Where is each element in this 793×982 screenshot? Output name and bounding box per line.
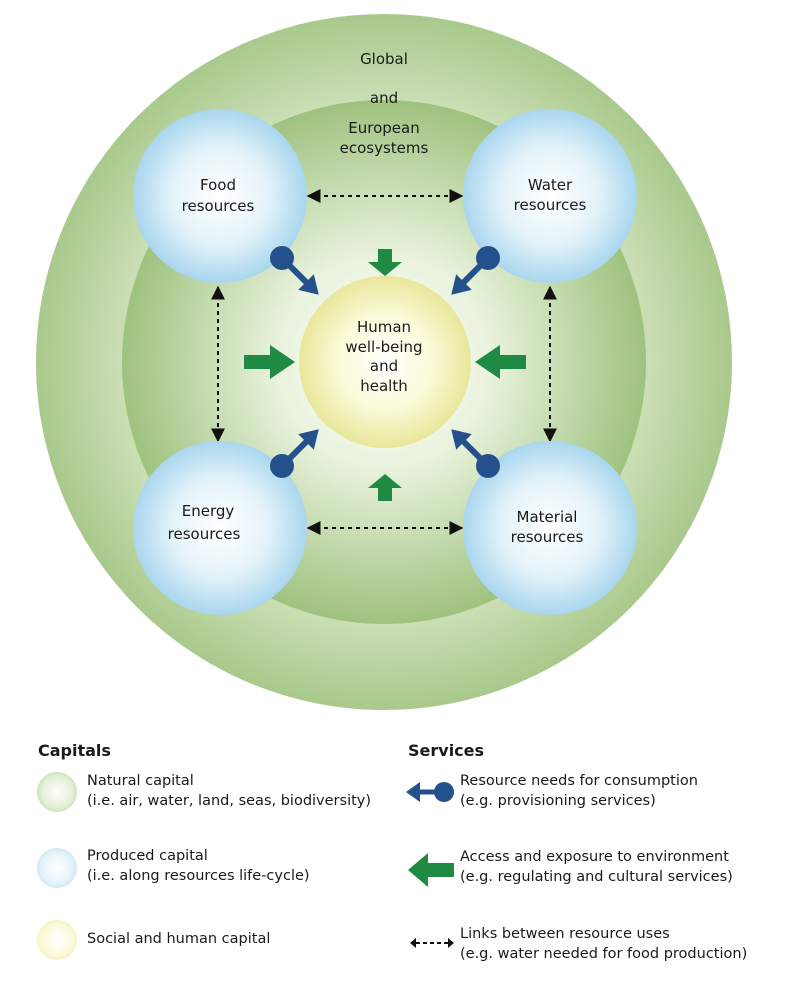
- consumption-detail: (e.g. provisioning services): [460, 793, 656, 809]
- consumption-arrow-material: [451, 429, 500, 478]
- inner-ring-label-line1: European: [348, 119, 419, 137]
- links-legend-text: Links between resource uses (e.g. water …: [460, 924, 747, 964]
- consumption-arrow-water: [451, 246, 500, 295]
- environment-arrow-top: [368, 249, 402, 276]
- consumption-label: Resource needs for consumption: [460, 773, 698, 789]
- natural-capital-swatch: [37, 772, 77, 812]
- material-label-line1: Material: [517, 508, 578, 526]
- link-arrow-legend-icon: [410, 938, 454, 948]
- inner-ring-label-line2: ecosystems: [340, 139, 429, 157]
- energy-label-line2: resources: [168, 525, 241, 543]
- environment-arrow-bottom: [368, 474, 402, 501]
- food-label-line1: Food: [200, 176, 236, 194]
- produced-capital-swatch: [37, 848, 77, 888]
- center-label-line3: and: [370, 357, 398, 375]
- ecosystem-diagram: Global and European ecosystems Food reso…: [36, 14, 732, 710]
- consumption-arrow-food: [270, 246, 319, 295]
- environment-legend-text: Access and exposure to environment (e.g.…: [460, 847, 733, 887]
- environment-arrow-left: [244, 345, 295, 379]
- food-label-line2: resources: [182, 197, 255, 215]
- center-label-line4: health: [360, 377, 407, 395]
- water-label-line1: Water: [528, 176, 573, 194]
- services-legend-title: Services: [408, 741, 485, 760]
- produced-capital-label: Produced capital: [87, 848, 208, 864]
- social-capital-label: Social and human capital: [87, 931, 271, 947]
- food-resources-node: [133, 109, 307, 283]
- natural-capital-label: Natural capital: [87, 773, 194, 789]
- natural-capital-detail: (i.e. air, water, land, seas, biodiversi…: [87, 793, 372, 809]
- outer-ring-label-line1: Global: [360, 50, 408, 68]
- water-resources-node: [463, 109, 637, 283]
- outer-ring-label-line2: and: [370, 89, 398, 107]
- environment-detail: (e.g. regulating and cultural services): [460, 869, 733, 885]
- environment-arrow-legend-icon: [408, 853, 454, 887]
- consumption-arrow-legend-icon: [406, 782, 454, 802]
- energy-label-line1: Energy: [182, 502, 235, 520]
- capitals-legend-title: Capitals: [38, 741, 111, 760]
- environment-label: Access and exposure to environment: [460, 849, 729, 865]
- natural-capital-legend-text: Natural capital (i.e. air, water, land, …: [87, 771, 371, 811]
- social-capital-swatch: [37, 920, 77, 960]
- water-label-line2: resources: [514, 196, 587, 214]
- produced-capital-legend-text: Produced capital (i.e. along resources l…: [87, 846, 310, 886]
- human-well-being-node: [299, 276, 471, 448]
- produced-capital-detail: (i.e. along resources life-cycle): [87, 868, 310, 884]
- consumption-legend-text: Resource needs for consumption (e.g. pro…: [460, 771, 698, 811]
- material-label-line2: resources: [511, 528, 584, 546]
- social-capital-legend-text: Social and human capital: [87, 929, 270, 949]
- center-label-line1: Human: [357, 318, 411, 336]
- environment-arrow-right: [475, 345, 526, 379]
- links-detail: (e.g. water needed for food production): [460, 946, 748, 962]
- center-label-line2: well-being: [345, 338, 422, 356]
- links-label: Links between resource uses: [460, 926, 670, 942]
- material-resources-node: [463, 441, 637, 615]
- energy-resources-node: [133, 441, 307, 615]
- consumption-arrow-energy: [270, 429, 319, 478]
